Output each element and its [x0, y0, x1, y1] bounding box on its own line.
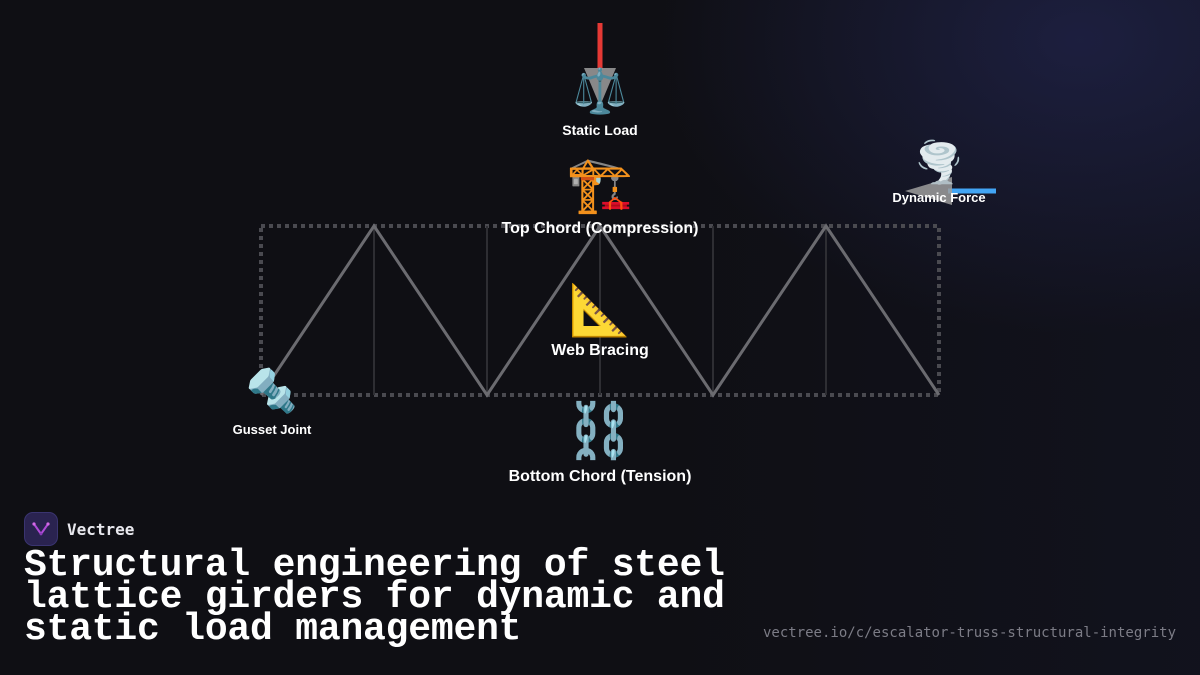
dynamic-force-node: 🌪️ Dynamic Force: [892, 143, 985, 205]
truss-diagonals: [259, 223, 941, 398]
static-load-label: Static Load: [562, 122, 638, 138]
static-load-node: ⚖️ Static Load: [562, 66, 638, 139]
gusset-joint-node: 🔩 Gusset Joint: [232, 366, 312, 438]
vertical-posts: [373, 226, 827, 395]
triangular-ruler-icon: 📐: [568, 281, 632, 339]
bottom-chord-label: Bottom Chord (Tension): [508, 468, 692, 485]
balance-scale-icon: ⚖️: [572, 66, 628, 117]
top-chord-label: Top Chord (Compression): [501, 220, 699, 237]
vectree-logo-icon: [24, 512, 58, 546]
web-bracing-label: Web Bracing: [551, 342, 649, 359]
bottom-chord-node: ⛓️ Bottom Chord (Tension): [509, 404, 692, 486]
crane-icon: 🏗️: [566, 153, 634, 216]
source-url: vectree.io/c/escalator-truss-structural-…: [762, 625, 1176, 641]
brand-name: Vectree: [67, 519, 135, 539]
nut-and-bolt-icon: 🔩: [245, 366, 299, 415]
gusset-joint-label: Gusset Joint: [232, 422, 312, 437]
brand: Vectree: [24, 512, 134, 546]
static-load-arrow-head: [584, 68, 616, 106]
top-chord-node: 🏗️ Top Chord (Compression): [501, 158, 698, 238]
dynamic-force-arrow-head: [905, 177, 952, 205]
tornado-icon: 🌪️: [914, 140, 964, 186]
dynamic-force-label: Dynamic Force: [892, 190, 986, 205]
page-title: Structural engineering of steel lattice …: [24, 544, 725, 651]
chains-icon: ⛓️: [566, 399, 634, 462]
web-bracing-node: 📐 Web Bracing: [551, 285, 649, 360]
